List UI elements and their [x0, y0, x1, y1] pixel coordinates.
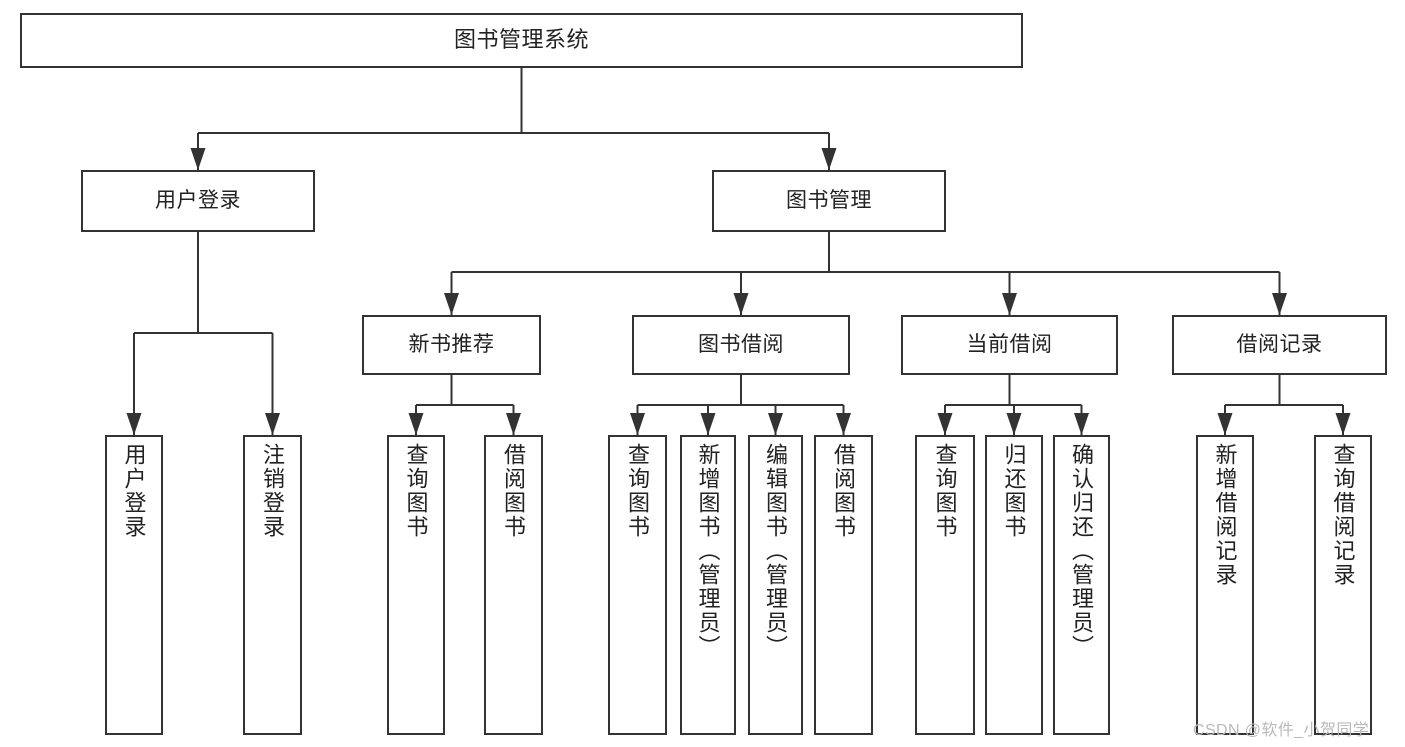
node-label: 新增图书（管理员）	[695, 443, 721, 659]
leaf-node-return-book[interactable]: 归还图书	[985, 435, 1043, 735]
node-label: 用户登录	[121, 443, 147, 539]
node-label: 新增借阅记录	[1212, 443, 1238, 587]
node-label: 新书推荐	[408, 333, 495, 357]
node-label: 查询图书	[932, 443, 958, 539]
leaf-node-query-borrow-record[interactable]: 查询借阅记录	[1314, 435, 1372, 735]
leaf-node-add-book-admin[interactable]: 新增图书（管理员）	[680, 435, 736, 735]
node-label: 编辑图书（管理员）	[763, 443, 789, 659]
leaf-node-logout[interactable]: 注销登录	[243, 435, 302, 735]
leaf-node-borrow-book-recommendation[interactable]: 借阅图书	[484, 435, 543, 735]
node-label: 图书借阅	[698, 333, 784, 357]
node-label: 用户登录	[155, 189, 241, 213]
node-book-management-system[interactable]: 图书管理系统	[20, 13, 1023, 68]
leaf-node-edit-book-admin[interactable]: 编辑图书（管理员）	[748, 435, 803, 735]
leaf-node-query-book-recommendation[interactable]: 查询图书	[387, 435, 445, 735]
leaf-node-confirm-return-admin[interactable]: 确认归还（管理员）	[1053, 435, 1110, 735]
node-user-login[interactable]: 用户登录	[81, 170, 315, 232]
node-label: 当前借阅	[966, 333, 1053, 357]
node-new-book-recommendation[interactable]: 新书推荐	[362, 315, 541, 375]
leaf-node-add-borrow-record[interactable]: 新增借阅记录	[1196, 435, 1254, 735]
node-label: 查询图书	[625, 443, 651, 539]
node-current-borrowing[interactable]: 当前借阅	[901, 315, 1118, 375]
node-label: 图书管理	[786, 189, 872, 213]
leaf-node-query-book-borrowing[interactable]: 查询图书	[608, 435, 667, 735]
node-book-borrowing[interactable]: 图书借阅	[632, 315, 850, 375]
node-label: 借阅图书	[501, 443, 527, 539]
leaf-node-user-login[interactable]: 用户登录	[105, 435, 163, 735]
leaf-node-borrow-book-borrowing[interactable]: 借阅图书	[814, 435, 873, 735]
node-book-management[interactable]: 图书管理	[712, 170, 946, 232]
node-label: 注销登录	[260, 443, 286, 539]
csdn-watermark: CSDN @软件_小贺同学	[1193, 722, 1370, 739]
node-label: 借阅图书	[831, 443, 857, 539]
node-label: 查询图书	[403, 443, 429, 539]
node-label: 查询借阅记录	[1330, 443, 1356, 587]
leaf-node-query-book-current[interactable]: 查询图书	[915, 435, 975, 735]
node-label: 归还图书	[1001, 443, 1027, 539]
node-label: 图书管理系统	[453, 27, 589, 53]
node-borrowing-record[interactable]: 借阅记录	[1172, 315, 1387, 375]
node-label: 借阅记录	[1236, 333, 1323, 357]
node-label: 确认归还（管理员）	[1069, 443, 1095, 659]
